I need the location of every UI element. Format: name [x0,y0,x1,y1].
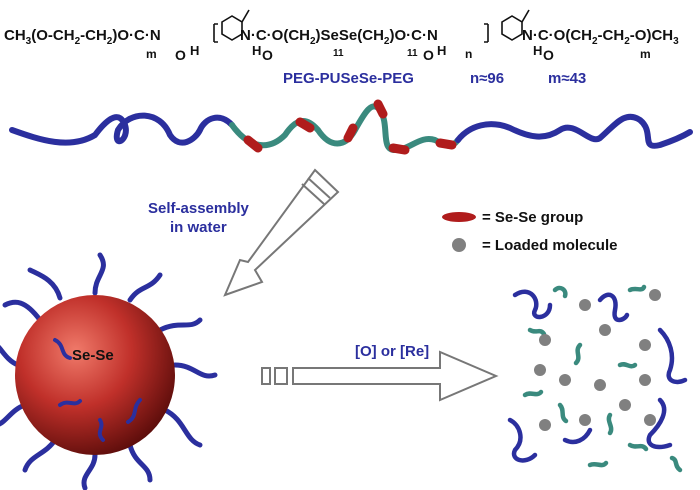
micelle-core-label: Se-Se [72,347,114,364]
stimulus-arrow [261,350,499,402]
svg-text:O: O [543,47,554,63]
sese-legend-swatch [442,212,476,222]
svg-text:N·C·O(CH2-CH2-O)CH3: N·C·O(CH2-CH2-O)CH3 [522,27,679,47]
svg-text:O: O [175,47,186,63]
svg-text:CH3(O-CH2-CH2)O·C·N: CH3(O-CH2-CH2)O·C·N [4,27,161,47]
micelle-core [15,295,175,455]
legend: = Se-Se group = Loaded molecule [442,209,617,254]
self-assembly-arrow [223,168,340,297]
self-assembly-label: Self-assembly [148,200,250,217]
polymer-chain [9,99,693,155]
svg-text:O: O [262,47,273,63]
svg-text:11: 11 [407,48,418,59]
micelle: Se-Se [0,252,218,490]
svg-text:= Se-Se group: = Se-Se group [482,209,583,226]
svg-text:N·C·O(CH2)SeSe(CH2)O·C·N: N·C·O(CH2)SeSe(CH2)O·C·N [240,27,438,47]
loaded-molecule-legend-swatch [452,238,466,252]
stimulus-label: [O] or [Re] [355,343,429,360]
svg-text:H: H [437,43,446,58]
svg-text:O: O [423,47,434,63]
benzene-ring-icon [213,9,530,43]
chemical-formula: CH3(O-CH2-CH2)O·C·N N·C·O(CH2)SeSe(CH2)O… [4,9,679,63]
sese-group-marks [243,99,457,155]
m-value: m≈43 [548,70,586,87]
svg-text:11: 11 [333,48,344,59]
disassembled-fragments [507,284,688,473]
svg-text:H: H [252,43,261,58]
polymer-name: PEG-PUSeSe-PEG [283,70,414,87]
loaded-molecules [534,289,661,431]
n-value: n≈96 [470,70,504,87]
svg-text:m: m [146,47,157,61]
svg-text:= Loaded molecule: = Loaded molecule [482,237,617,254]
in-water-label: in water [170,219,227,236]
svg-text:H: H [533,43,542,58]
svg-text:n: n [465,47,472,61]
svg-text:m: m [640,47,651,61]
svg-text:H: H [190,43,199,58]
